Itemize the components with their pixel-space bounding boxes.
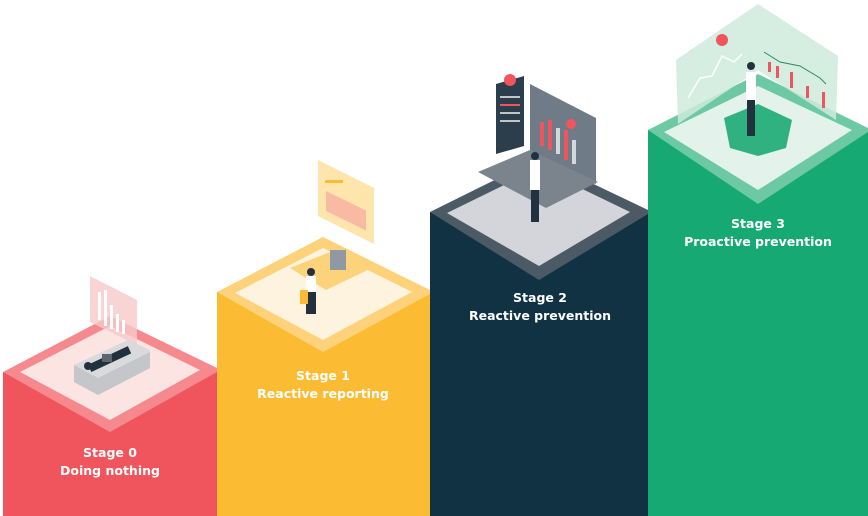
stage-2-label: Stage 2 Reactive prevention [430, 289, 650, 325]
stage-2-title: Stage 2 [513, 290, 567, 305]
stage-3-column [648, 4, 868, 516]
stage-3-subtitle: Proactive prevention [684, 234, 832, 249]
stage-0-label: Stage 0 Doing nothing [0, 444, 220, 480]
stage-3-label: Stage 3 Proactive prevention [648, 215, 868, 251]
person-at-standing-desk-icon [478, 150, 598, 222]
alert-bar-chart-screen-icon [530, 84, 596, 184]
dashboard-hologram-icon [676, 4, 838, 124]
stage-2-column [430, 74, 648, 516]
stage-1-subtitle: Reactive reporting [257, 386, 389, 401]
stage-3-title: Stage 3 [731, 216, 785, 231]
person-on-couch-icon [74, 340, 150, 395]
stage-1-column [217, 160, 430, 516]
person-at-desk-icon [290, 248, 376, 314]
shield-person-icon [724, 62, 792, 156]
stage-1-label: Stage 1 Reactive reporting [213, 367, 433, 403]
stage-0-column [3, 276, 217, 516]
stage-1-title: Stage 1 [296, 368, 350, 383]
alert-document-icon [496, 74, 524, 154]
stage-2-subtitle: Reactive prevention [468, 308, 612, 323]
bar-chart-hologram-icon [90, 276, 137, 345]
stage-0-subtitle: Doing nothing [60, 463, 160, 478]
stage-0-title: Stage 0 [83, 445, 137, 460]
report-hologram-icon [318, 160, 374, 244]
